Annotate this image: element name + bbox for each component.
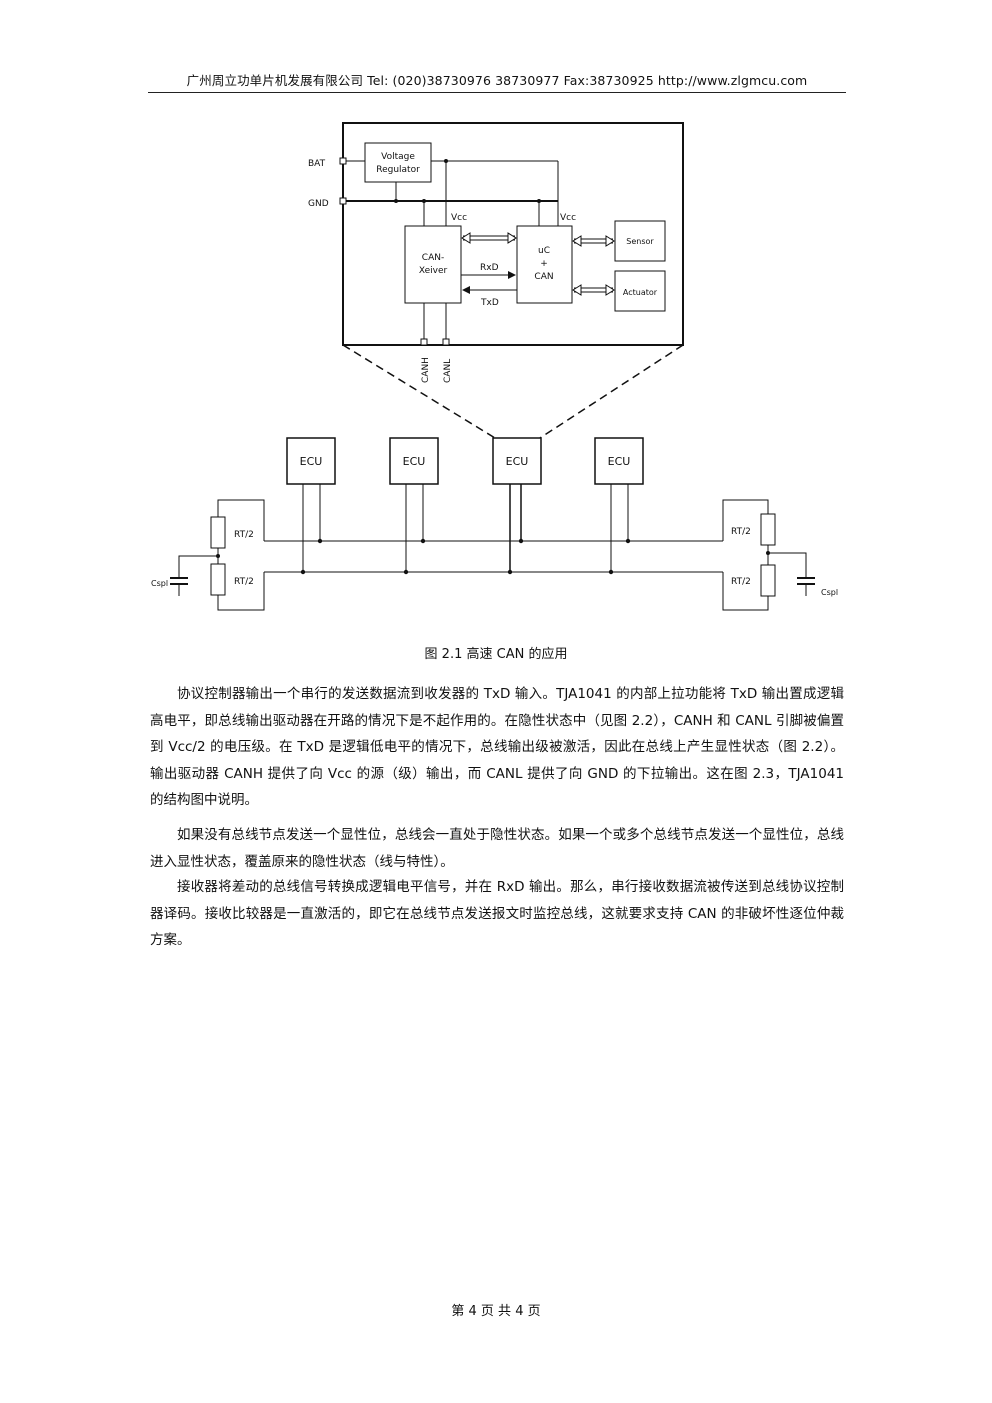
can-transceiver-label-1: CAN- — [422, 253, 444, 263]
actuator-box — [614, 270, 666, 312]
rt-right-top-label: RT/2 — [731, 527, 751, 537]
ecu-box-1 — [286, 437, 336, 485]
paragraph-2: 如果没有总线节点发送一个显性位，总线会一直处于隐性状态。如果一个或多个总线节点发… — [150, 827, 844, 870]
rt-left-top-label: RT/2 — [234, 530, 254, 540]
ecu-box-2 — [389, 437, 439, 485]
can-transceiver-box — [404, 225, 462, 304]
rxd-label: RxD — [480, 263, 499, 273]
page-footer: 第 4 页 共 4 页 — [451, 1304, 541, 1319]
actuator-label: Actuator — [623, 288, 658, 297]
bat-pin — [339, 157, 347, 165]
zoom-line-right — [539, 344, 684, 439]
controller-box — [516, 225, 573, 304]
gnd-pin — [339, 197, 347, 205]
canh-label: CANH — [421, 357, 431, 383]
gnd-label: GND — [308, 199, 329, 209]
can-transceiver-label-2: Xeiver — [419, 266, 448, 276]
sensor-label: Sensor — [626, 237, 654, 246]
ecu-box-4 — [594, 437, 644, 485]
paragraph-1: 协议控制器输出一个串行的发送数据流到收发器的 TxD 输入。TJA1041 的内… — [150, 686, 844, 808]
vcc-label-right: Vcc — [560, 213, 576, 223]
cspl-left-label: Cspl — [151, 579, 168, 588]
txd-label: TxD — [480, 298, 499, 308]
can-application-diagram: BAT GND Voltage Regulator Vcc Vcc CAN- X… — [151, 122, 838, 611]
vcc-label-left: Vcc — [451, 213, 467, 223]
bat-label: BAT — [308, 159, 326, 169]
ecu-box-3 — [492, 437, 542, 485]
voltage-regulator-label-2: Regulator — [376, 165, 420, 175]
resistor-left-bottom — [210, 563, 226, 596]
canl-label: CANL — [443, 359, 453, 383]
resistor-left-top — [210, 516, 226, 549]
voltage-regulator-label-1: Voltage — [381, 152, 415, 162]
ecu-label-2: ECU — [403, 455, 426, 468]
figure-caption: 图 2.1 高速 CAN 的应用 — [424, 647, 568, 662]
rt-left-bottom-label: RT/2 — [234, 577, 254, 587]
resistor-right-bottom — [760, 564, 776, 597]
paragraph-3: 接收器将差动的总线信号转换成逻辑电平信号，并在 RxD 输出。那么，串行接收数据… — [150, 879, 844, 948]
controller-label-1: uC — [538, 246, 550, 256]
ecu-label-3: ECU — [506, 455, 529, 468]
ecu-label-4: ECU — [608, 455, 631, 468]
voltage-regulator-box — [364, 142, 432, 183]
ecu-label-1: ECU — [300, 455, 323, 468]
zoom-line-left — [342, 344, 496, 439]
sensor-box — [614, 220, 666, 262]
controller-label-3: CAN — [534, 272, 553, 282]
canh-pin — [420, 338, 428, 346]
controller-label-2: + — [540, 259, 548, 269]
cspl-right-label: Cspl — [821, 588, 838, 597]
page-header: 广州周立功单片机发展有限公司 Tel: (020)38730976 387309… — [148, 70, 846, 93]
ecu-detail-frame — [342, 122, 684, 346]
rt-right-bottom-label: RT/2 — [731, 577, 751, 587]
canl-pin — [442, 338, 450, 346]
resistor-right-top — [760, 513, 776, 546]
